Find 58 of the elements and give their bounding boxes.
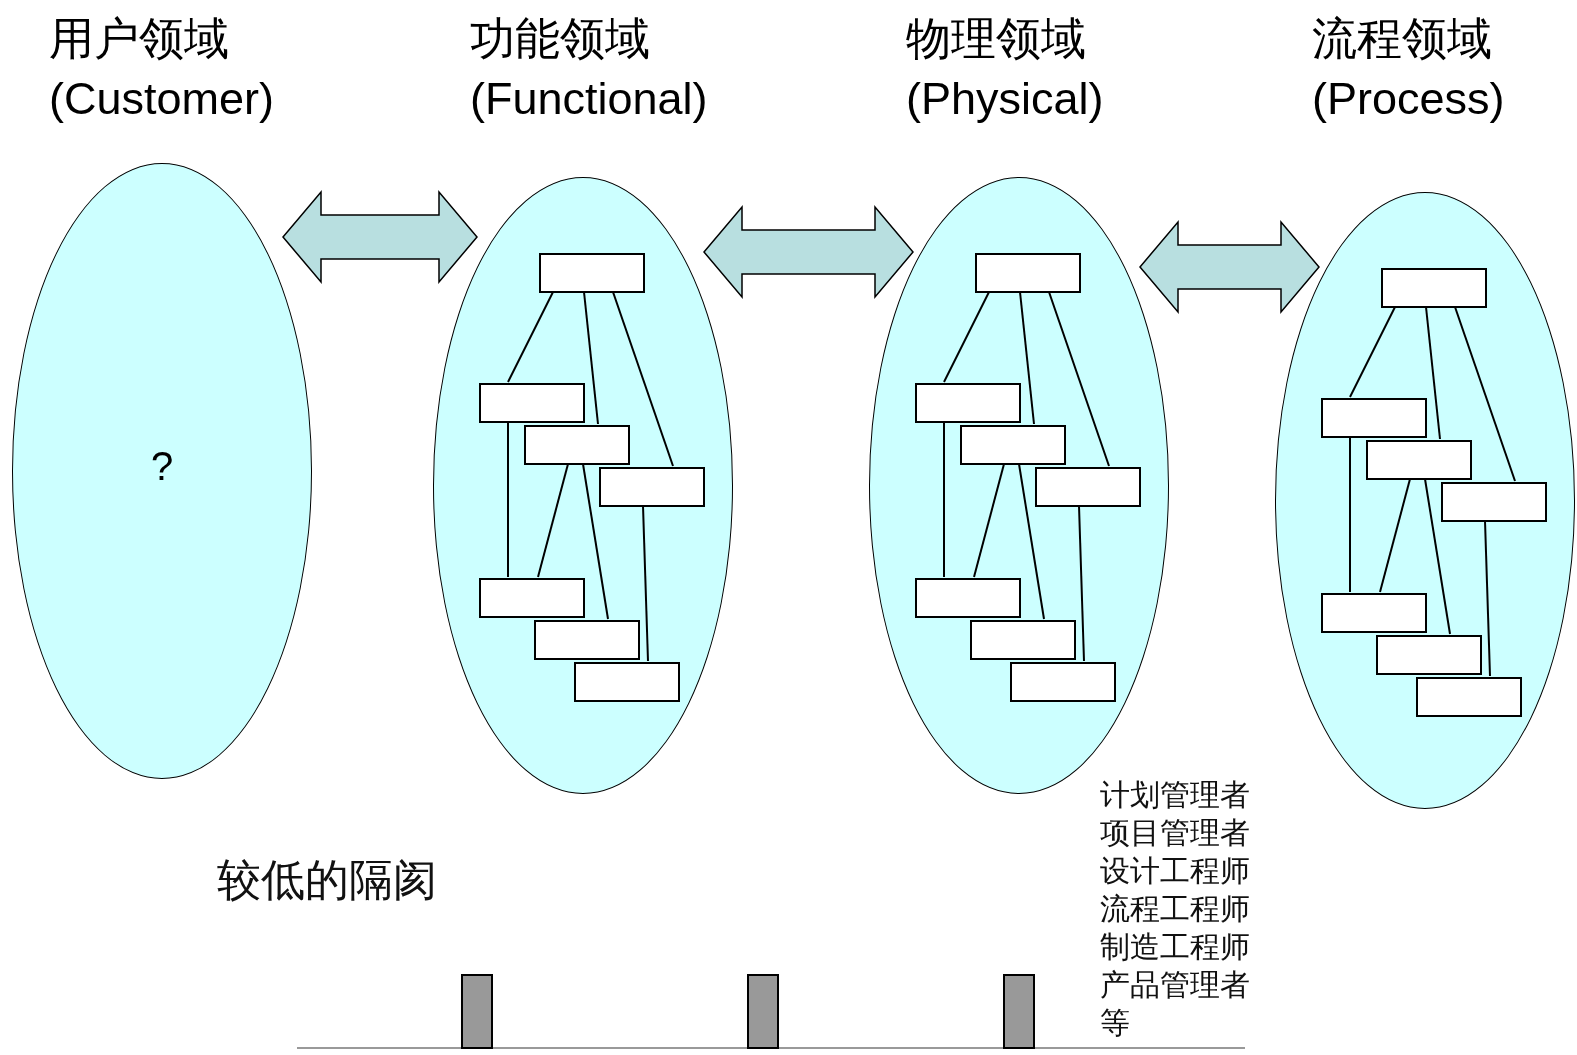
domain-title: 物理领域 (Physical) xyxy=(906,12,1104,126)
connector-line xyxy=(1425,306,1441,440)
empty-box xyxy=(960,425,1066,465)
domain-title: 用户领域 (Customer) xyxy=(49,12,274,126)
empty-box xyxy=(915,578,1021,618)
connector-line xyxy=(973,463,1005,578)
empty-box xyxy=(915,383,1021,423)
empty-box xyxy=(534,620,640,660)
double-arrow xyxy=(1139,219,1320,315)
connector-line xyxy=(1349,436,1351,593)
connector-line xyxy=(507,291,554,383)
empty-box xyxy=(479,578,585,618)
question-mark: ? xyxy=(151,444,174,489)
role-text: 等 xyxy=(1100,1005,1130,1041)
double-arrow xyxy=(282,189,478,285)
connector-line xyxy=(583,291,599,425)
connector-line xyxy=(1424,478,1451,635)
empty-box xyxy=(524,425,630,465)
empty-box xyxy=(539,253,645,293)
connector-line xyxy=(1018,463,1045,620)
empty-box xyxy=(1381,268,1487,308)
connector-line xyxy=(943,421,945,578)
role-text: 项目管理者 xyxy=(1100,815,1250,851)
empty-box xyxy=(1321,398,1427,438)
role-text: 流程工程师 xyxy=(1100,891,1250,927)
role-text: 产品管理者 xyxy=(1100,967,1250,1003)
connector-line xyxy=(537,463,569,578)
empty-box xyxy=(479,383,585,423)
connector-line xyxy=(1078,505,1085,662)
connector-line xyxy=(943,291,990,383)
empty-box xyxy=(1035,467,1141,507)
connector-line xyxy=(612,291,674,467)
empty-box xyxy=(574,662,680,702)
note-text: 较低的隔阂 xyxy=(217,854,437,906)
connector-line xyxy=(1349,306,1396,398)
connector-line xyxy=(582,463,609,620)
role-text: 设计工程师 xyxy=(1100,853,1250,889)
connector-line xyxy=(1379,478,1411,593)
empty-box xyxy=(599,467,705,507)
role-text: 计划管理者 xyxy=(1100,777,1250,813)
domain-title: 功能领域 (Functional) xyxy=(470,12,708,126)
empty-box xyxy=(975,253,1081,293)
double-arrow xyxy=(703,204,914,300)
connector-line xyxy=(1019,291,1035,425)
empty-box xyxy=(970,620,1076,660)
connector-line xyxy=(1454,306,1516,482)
empty-box xyxy=(1376,635,1482,675)
empty-box xyxy=(1010,662,1116,702)
connector-line xyxy=(642,505,649,662)
empty-box xyxy=(1366,440,1472,480)
role-text: 制造工程师 xyxy=(1100,929,1250,965)
connector-line xyxy=(507,421,509,578)
empty-box xyxy=(1321,593,1427,633)
domain-title: 流程领域 (Process) xyxy=(1312,12,1505,126)
empty-box xyxy=(1416,677,1522,717)
connector-line xyxy=(1484,520,1491,677)
empty-box xyxy=(1441,482,1547,522)
connector-line xyxy=(1048,291,1110,467)
